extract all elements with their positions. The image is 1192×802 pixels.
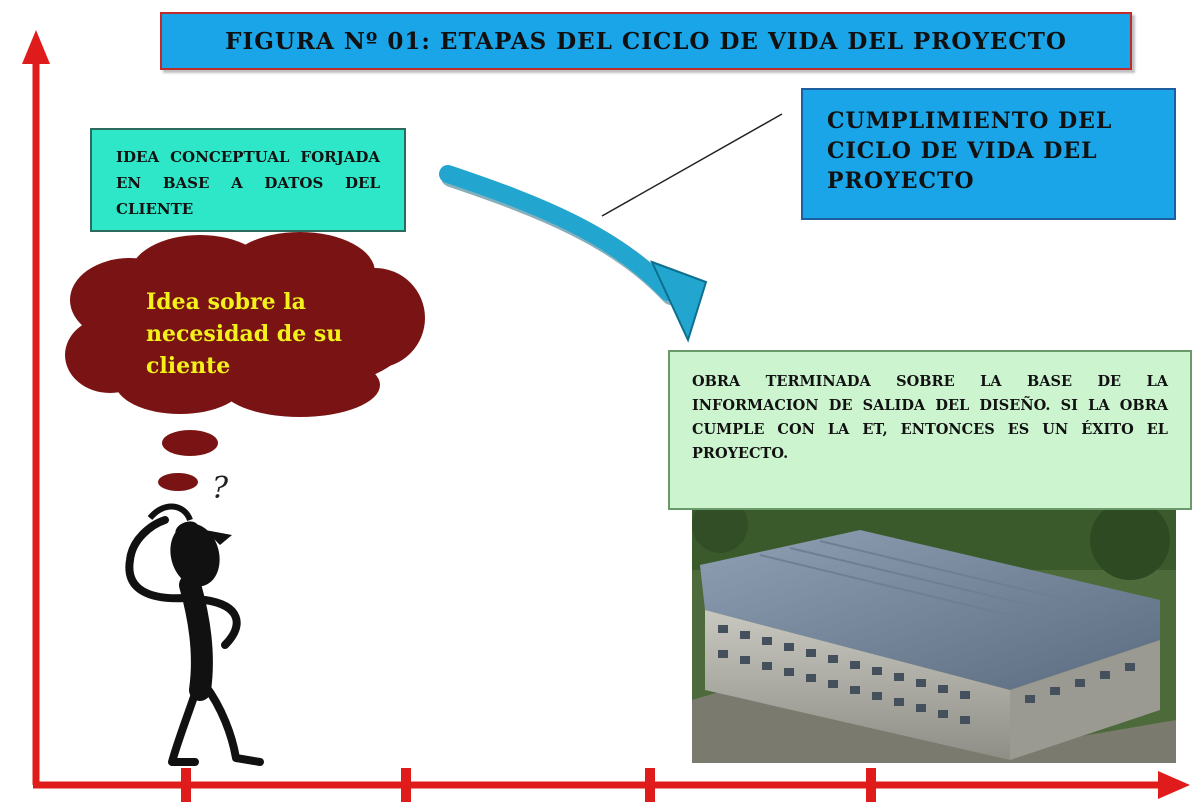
idea-conceptual-box: IDEA CONCEPTUAL FORJADA EN BASE A DATOS … bbox=[90, 128, 406, 232]
x-axis-tick-4 bbox=[866, 768, 876, 802]
cumplimiento-box: CUMPLIMIENTO DEL CICLO DE VIDA DEL PROYE… bbox=[801, 88, 1176, 220]
thinking-figure bbox=[125, 503, 264, 766]
thought-cloud bbox=[65, 232, 425, 491]
x-axis-tick-2 bbox=[401, 768, 411, 802]
axes bbox=[22, 30, 1190, 802]
x-axis-tick-1 bbox=[181, 768, 191, 802]
y-axis-arrowhead bbox=[22, 30, 50, 64]
obra-terminada-box: OBRA TERMINADA SOBRE LA BASE DE LA INFOR… bbox=[668, 350, 1192, 510]
building-photo bbox=[692, 510, 1176, 763]
figure-title: FIGURA Nº 01: ETAPAS DEL CICLO DE VIDA D… bbox=[225, 27, 1067, 55]
curved-arrow bbox=[439, 165, 708, 343]
x-axis-arrowhead bbox=[1158, 771, 1190, 799]
x-axis-tick-3 bbox=[645, 768, 655, 802]
figure-title-box: FIGURA Nº 01: ETAPAS DEL CICLO DE VIDA D… bbox=[160, 12, 1132, 70]
connector-line bbox=[601, 113, 783, 217]
question-mark: ? bbox=[212, 471, 229, 506]
thought-cloud-text: Idea sobre la necesidad de su cliente bbox=[146, 289, 343, 378]
